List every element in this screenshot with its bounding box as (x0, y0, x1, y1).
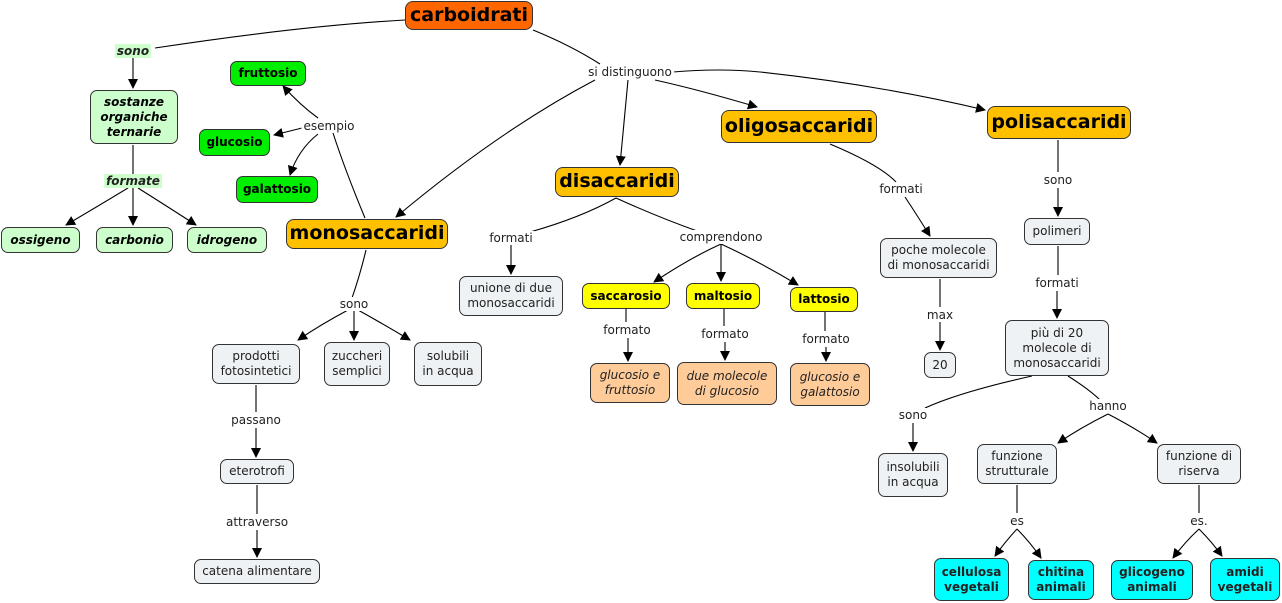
link-label-sono-mono: sono (337, 297, 371, 311)
link-label-passano: passano (229, 413, 283, 427)
connector-line (529, 197, 617, 233)
node-glucosio[interactable]: glucosio (199, 129, 270, 156)
node-funzione-di-riserva[interactable]: funzione di riserva (1157, 444, 1241, 484)
link-label-formate: formate (104, 174, 162, 188)
connector-line (1198, 528, 1223, 557)
link-label-si-distinguono: si distinguono (586, 65, 674, 79)
connector-line (1067, 375, 1101, 401)
node-fruttosio[interactable]: fruttosio (230, 61, 306, 86)
connector-line (297, 309, 349, 341)
node-catena-alimentare[interactable]: catena alimentare (194, 559, 320, 584)
node-glucosio-e-fruttosio[interactable]: glucosio e fruttosio (590, 363, 670, 403)
node-disaccaridi[interactable]: disaccaridi (555, 167, 679, 197)
node-glicogeno-animali[interactable]: glicogeno animali (1111, 560, 1193, 600)
node-cellulosa-vegetali[interactable]: cellulosa vegetali (934, 558, 1009, 601)
link-label-sono: sono (114, 44, 152, 58)
connector-line (720, 243, 799, 286)
link-label-formato-latt: formato (800, 332, 852, 346)
connector-line (924, 375, 1033, 409)
link-label-formato-malt: formato (699, 327, 751, 341)
connector-line (672, 69, 986, 113)
node-carbonio[interactable]: carbonio (96, 227, 173, 253)
connector-line (615, 79, 629, 166)
link-label-attraverso: attraverso (223, 515, 291, 529)
node-eterotrofi[interactable]: eterotrofi (220, 459, 294, 484)
connector-line (1057, 413, 1109, 444)
node-sostanze-organiche-ternarie[interactable]: sostanze organiche ternarie (90, 90, 178, 144)
node-oligosaccaridi[interactable]: oligosaccaridi (721, 110, 877, 143)
node-poche-molecole[interactable]: poche molecole di monosaccaridi (880, 238, 997, 278)
connector-line (154, 19, 406, 49)
link-label-es-dot: es. (1188, 514, 1210, 528)
node-maltosio[interactable]: maltosio (686, 283, 760, 309)
connector-line (1016, 528, 1042, 559)
connector-line (351, 249, 367, 299)
link-label-formato-sacc: formato (601, 323, 653, 337)
connector-line (273, 127, 303, 138)
link-label-formati-di: formati (487, 231, 535, 245)
connector-line (994, 528, 1018, 557)
connector-line (357, 309, 411, 341)
node-venti[interactable]: 20 (924, 352, 956, 378)
connector-line (282, 85, 319, 119)
node-piu-di-20-molecole[interactable]: più di 20 molecole di monosaccaridi (1005, 320, 1109, 376)
connector-line (829, 143, 897, 183)
link-label-sono-poli: sono (1041, 173, 1075, 187)
link-label-formati-poli: formati (1033, 276, 1081, 290)
connector-line (287, 133, 319, 176)
node-ossigeno[interactable]: ossigeno (1, 227, 80, 253)
connector-line (1107, 413, 1158, 444)
node-zuccheri-semplici[interactable]: zuccheri semplici (324, 342, 390, 386)
node-galattosio[interactable]: galattosio (236, 176, 318, 203)
node-funzione-strutturale[interactable]: funzione strutturale (977, 444, 1057, 484)
node-unione-di-due-monosaccaridi[interactable]: unione di due monosaccaridi (459, 276, 563, 316)
node-saccarosio[interactable]: saccarosio (582, 283, 670, 309)
node-glucosio-e-galattosio[interactable]: glucosio e galattosio (790, 363, 870, 406)
connector-line (904, 196, 931, 237)
node-carboidrati[interactable]: carboidrati (405, 1, 533, 30)
connector-line (532, 29, 601, 65)
node-prodotti-fotosintetici[interactable]: prodotti fotosintetici (212, 344, 300, 384)
connector-line (332, 132, 366, 219)
node-due-molecole-di-glucosio[interactable]: due molecole di glucosio (677, 362, 777, 405)
link-label-sono-ins: sono (896, 408, 930, 422)
node-lattosio[interactable]: lattosio (790, 287, 858, 312)
connector-line (137, 187, 197, 226)
node-idrogeno[interactable]: idrogeno (187, 227, 267, 253)
node-solubili-in-acqua[interactable]: solubili in acqua (414, 342, 482, 386)
node-polimeri[interactable]: polimeri (1024, 218, 1090, 245)
link-label-max: max (924, 308, 956, 322)
connector-line (1172, 528, 1200, 559)
link-label-formati-oligo: formati (877, 182, 925, 196)
node-chitina-animali[interactable]: chitina animali (1028, 560, 1094, 600)
connector-line (395, 79, 596, 218)
node-amidi-vegetali[interactable]: amidi vegetali (1210, 558, 1280, 601)
node-insolubili-in-acqua[interactable]: insolubili in acqua (878, 453, 948, 497)
connector-line (653, 243, 722, 283)
link-label-es: es (1008, 514, 1026, 528)
connector-line (615, 197, 701, 233)
connector-line (654, 79, 758, 110)
link-label-comprendono: comprendono (677, 230, 765, 244)
link-label-esempio: esempio (301, 119, 357, 133)
link-label-hanno: hanno (1087, 399, 1129, 413)
connector-line (65, 187, 129, 226)
node-polisaccaridi[interactable]: polisaccaridi (987, 106, 1131, 139)
node-monosaccaridi[interactable]: monosaccaridi (286, 219, 448, 249)
